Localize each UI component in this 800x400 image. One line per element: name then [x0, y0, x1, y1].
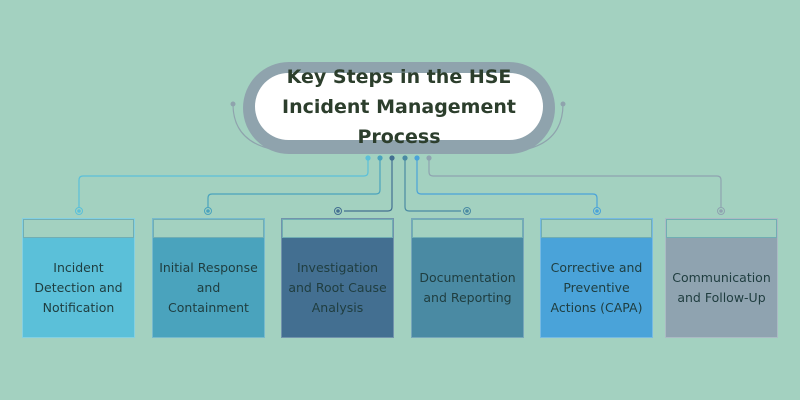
dot-row: [365, 155, 432, 161]
step-label: Corrective and Preventive Actions (CAPA): [550, 259, 643, 315]
step-header-band: [541, 219, 652, 238]
step-header-band: [23, 219, 134, 238]
step-label: Initial Response and Containment: [159, 259, 258, 315]
step-box: Investigation and Root Cause Analysis: [281, 218, 394, 338]
step-box: Communication and Follow-Up: [665, 218, 778, 338]
target-markers: [75, 207, 725, 215]
step-header-band: [666, 219, 777, 238]
step-label: Documentation and Reporting: [419, 269, 516, 305]
step-box: Documentation and Reporting: [411, 218, 524, 338]
step-header-band: [412, 219, 523, 238]
title-pill: Key Steps in the HSE Incident Management…: [243, 62, 555, 154]
step-box: Incident Detection and Notification: [22, 218, 135, 338]
step-label: Incident Detection and Notification: [34, 259, 123, 315]
step-box: Initial Response and Containment: [152, 218, 265, 338]
step-header-band: [282, 219, 393, 238]
step-header-band: [153, 219, 264, 238]
step-label: Investigation and Root Cause Analysis: [288, 259, 387, 315]
title: Key Steps in the HSE Incident Management…: [255, 66, 543, 148]
step-label: Communication and Follow-Up: [672, 269, 771, 305]
step-box: Corrective and Preventive Actions (CAPA): [540, 218, 653, 338]
